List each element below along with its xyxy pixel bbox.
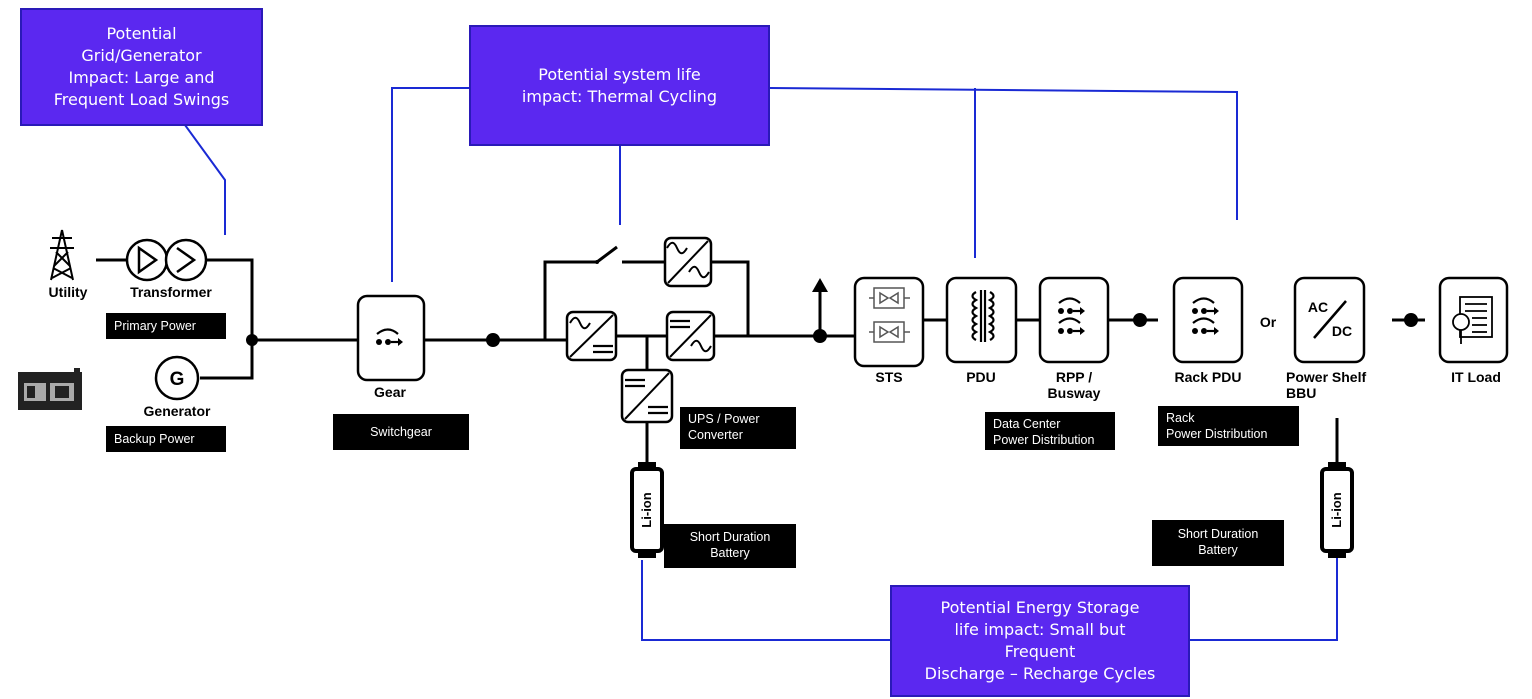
gear-label: Gear: [374, 384, 406, 400]
transformer-icon: [125, 238, 208, 282]
callout-line: Grid/Generator: [81, 46, 202, 65]
rpp-busway-label: RPP / Busway: [1048, 369, 1101, 401]
utility-tower-icon: [50, 229, 74, 281]
switchgear-box: [356, 294, 426, 382]
bypass-switch-icon: [595, 260, 599, 264]
callout-connector-lines: [184, 87, 1338, 641]
label-line: BBU: [1286, 385, 1317, 401]
sts-box: [853, 276, 925, 368]
primary-power-tag: Primary Power: [106, 313, 226, 339]
junction-dot: [1404, 313, 1418, 327]
label-line: Busway: [1047, 385, 1101, 401]
transformer-label: Transformer: [130, 284, 212, 300]
tag-line: Converter: [688, 428, 743, 442]
battery-label: Li-ion: [1329, 492, 1344, 527]
li-ion-battery-icon: Li-ion: [630, 462, 664, 558]
output-arrow: [812, 278, 828, 292]
junction-dots: [246, 313, 1418, 347]
li-ion-battery-icon: Li-ion: [1320, 462, 1354, 558]
tag-line: Short Duration: [1177, 527, 1259, 541]
callout-line: Potential system life: [538, 64, 701, 84]
bypass-converter-box: [663, 236, 713, 288]
battery-label: Li-ion: [639, 492, 654, 527]
acdc-dc-label: DC: [1332, 323, 1352, 339]
junction-dot: [486, 333, 500, 347]
sts-label: STS: [875, 369, 903, 385]
callout-line: Frequent Load Swings: [53, 90, 230, 109]
dc-dc-converter-box: [620, 368, 674, 424]
rack-pdu-box: [1172, 276, 1244, 364]
tag-line: UPS / Power: [688, 412, 760, 426]
tag-line: Short Duration: [689, 530, 771, 544]
tag-line: Power Distribution: [993, 433, 1095, 447]
energy-storage-callout: Potential Energy Storage life impact: Sm…: [890, 585, 1190, 697]
rpp-box: [1038, 276, 1110, 364]
tag-line: Battery: [1198, 543, 1238, 557]
it-load-label: IT Load: [1451, 369, 1501, 385]
label-line: RPP /: [1055, 369, 1093, 385]
short-duration-battery-tag: Short Duration Battery: [1152, 520, 1284, 566]
callout-line: Potential Energy Storage: [940, 598, 1140, 617]
backup-power-tag: Backup Power: [106, 426, 226, 452]
generator-unit-icon: [18, 368, 82, 410]
or-label: Or: [1259, 314, 1277, 330]
callout-line: Potential: [106, 24, 177, 43]
junction-dot: [1133, 313, 1147, 327]
short-duration-battery-tag: Short Duration Battery: [664, 524, 796, 568]
label-line: Power Shelf: [1286, 369, 1367, 385]
rectifier-box: [565, 310, 618, 362]
power-shelf-label: Power Shelf BBU: [1286, 369, 1366, 401]
it-load-box: [1438, 276, 1509, 364]
data-center-distribution-tag: Data Center Power Distribution: [985, 412, 1115, 450]
generator-symbol: G: [170, 369, 185, 390]
tag-line: Power Distribution: [1166, 427, 1268, 441]
inverter-box: [665, 310, 716, 362]
callout-line: Impact: Large and: [68, 68, 215, 87]
callout-line: life impact: Small but: [954, 620, 1126, 639]
grid-impact-callout: Potential Grid/Generator Impact: Large a…: [20, 8, 263, 126]
tag-line: Battery: [710, 546, 750, 560]
generator-label: Generator: [143, 403, 211, 419]
acdc-ac-label: AC: [1308, 299, 1328, 315]
thermal-cycling-callout: Potential system life impact: Thermal Cy…: [469, 25, 770, 146]
switchgear-tag: Switchgear: [333, 414, 469, 450]
power-wiring: [96, 245, 1425, 462]
rack-pdu-label: Rack PDU: [1174, 369, 1242, 385]
rack-distribution-tag: Rack Power Distribution: [1158, 406, 1299, 446]
callout-line: impact: Thermal Cycling: [521, 86, 718, 106]
tag-line: Rack: [1166, 411, 1195, 425]
utility-label: Utility: [48, 284, 88, 300]
junction-dot: [246, 334, 258, 346]
junction-dot: [813, 329, 827, 343]
pdu-label: PDU: [966, 369, 996, 385]
callout-line: Frequent: [1004, 642, 1076, 661]
pdu-box: [945, 276, 1018, 364]
ups-power-converter-tag: UPS / Power Converter: [680, 407, 796, 449]
callout-line: Discharge – Recharge Cycles: [924, 664, 1156, 683]
generator-icon: G: [154, 355, 200, 401]
power-shelf-box: AC DC: [1293, 276, 1366, 364]
tag-line: Data Center: [993, 417, 1061, 431]
